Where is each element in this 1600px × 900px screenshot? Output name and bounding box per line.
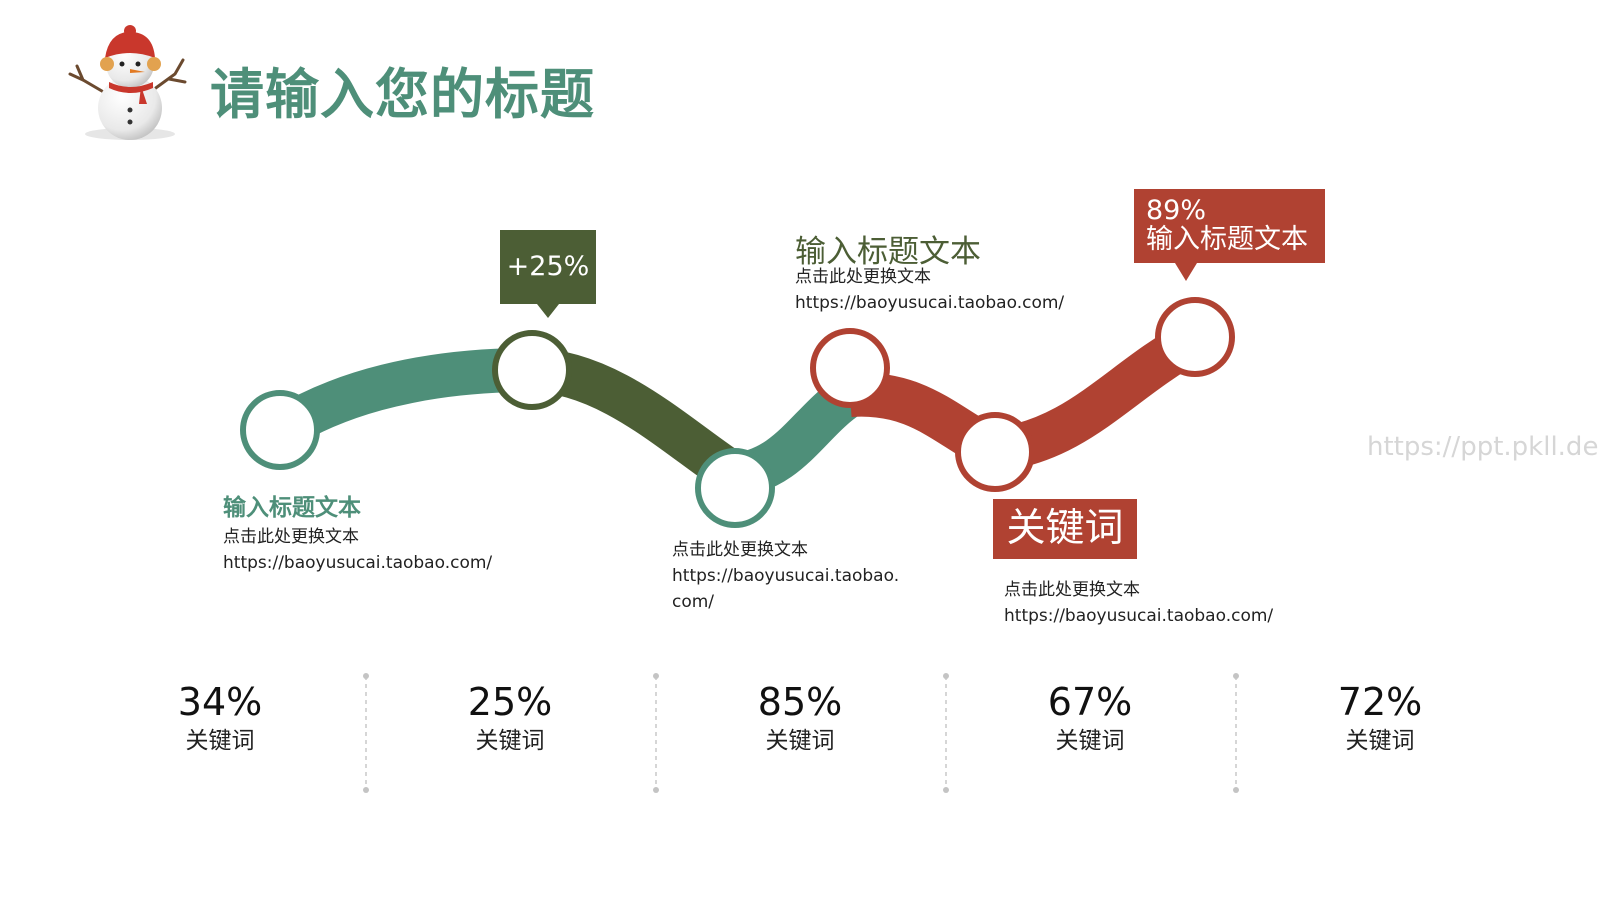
node-1 (240, 390, 320, 470)
snowman-illustration (68, 25, 187, 140)
caption-1-title: 输入标题文本 (223, 495, 361, 521)
keyword-badge-text: 关键词 (1006, 506, 1124, 551)
stat-item: 72% 关键词 (1300, 680, 1460, 758)
caption-2-line1: 点击此处更换文本 (672, 540, 808, 560)
callout-arrow (1175, 263, 1197, 281)
stat-label: 关键词 (1345, 728, 1415, 754)
node-3 (695, 448, 775, 528)
caption-4-body: 点击此处更换文本 https://baoyusucai.taobao.com/ (1004, 577, 1273, 629)
stat-item: 85% 关键词 (720, 680, 880, 758)
stat-item: 67% 关键词 (1010, 680, 1170, 758)
stat-value: 72% (1337, 680, 1423, 724)
stat-divider (1233, 673, 1239, 793)
stat-label: 关键词 (185, 728, 255, 754)
node-4 (810, 328, 890, 408)
stat-label: 关键词 (475, 728, 545, 754)
caption-1-line2: https://baoyusucai.taobao.com/ (223, 553, 493, 573)
caption-3-line2: https://baoyusucai.taobao.com/ (795, 293, 1065, 313)
stat-value: 67% (1047, 680, 1133, 724)
caption-2-line2: https://baoyusucai.taobao.com/ (672, 566, 900, 612)
caption-1-line1: 点击此处更换文本 (223, 527, 359, 547)
stat-value: 85% (757, 680, 843, 724)
caption-2-body: 点击此处更换文本 https://baoyusucai.taobao.com/ (672, 537, 908, 615)
callout-growth-text: +25% (506, 251, 590, 282)
stat-label: 关键词 (765, 728, 835, 754)
stat-label: 关键词 (1055, 728, 1125, 754)
caption-3-line1: 点击此处更换文本 (795, 267, 931, 287)
watermark: https://ppt.pkll.de (1367, 432, 1599, 462)
stat-item: 25% 关键词 (430, 680, 590, 758)
callout-arrow (537, 304, 559, 318)
stat-item: 34% 关键词 (140, 680, 300, 758)
stat-value: 25% (467, 680, 553, 724)
caption-4-line2: https://baoyusucai.taobao.com/ (1004, 606, 1274, 626)
caption-4-line1: 点击此处更换文本 (1004, 580, 1140, 600)
stat-divider (363, 673, 369, 793)
callout-growth: +25% (500, 230, 596, 318)
node-2 (492, 330, 572, 410)
callout-percent: 89% 输入标题文本 (1134, 189, 1325, 281)
keyword-badge: 关键词 (993, 499, 1137, 559)
node-6 (1155, 297, 1235, 377)
stat-value: 34% (177, 680, 263, 724)
node-5 (955, 412, 1035, 492)
caption-1-body: 点击此处更换文本 https://baoyusucai.taobao.com/ (223, 524, 492, 576)
caption-3-body: 点击此处更换文本 https://baoyusucai.taobao.com/ (795, 264, 1064, 316)
stat-divider (943, 673, 949, 793)
caption-3-title: 输入标题文本 (795, 234, 981, 270)
stat-divider (653, 673, 659, 793)
callout-percent-title: 输入标题文本 (1146, 224, 1308, 255)
page-title: 请输入您的标题 (210, 63, 595, 126)
callout-percent-value: 89% (1146, 195, 1207, 226)
